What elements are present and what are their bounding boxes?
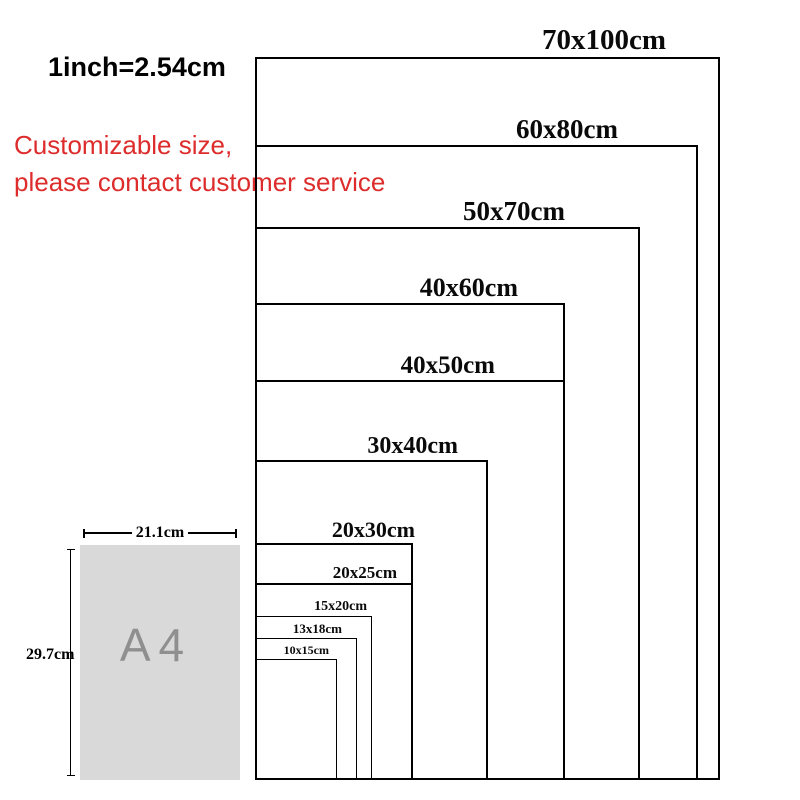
dimension-line — [70, 550, 71, 775]
a4-label: A4 — [119, 618, 193, 671]
inch-conversion-note: 1inch=2.54cm — [48, 52, 226, 82]
dimension-tick-icon — [67, 775, 75, 776]
size-label-20x30cm: 20x30cm — [331, 517, 415, 542]
dimension-tick-icon — [67, 549, 75, 550]
size-label-20x25cm: 20x25cm — [332, 563, 397, 582]
size-label-10x15cm: 10x15cm — [283, 643, 329, 657]
a4-paper: A4 — [80, 545, 240, 780]
size-label-70x100cm: 70x100cm — [541, 24, 666, 56]
customizable-size-note: Customizable size, please contact custom… — [14, 127, 385, 201]
customizable-size-note-line1: Customizable size, — [14, 130, 233, 160]
a4-width-value: 21.1cm — [135, 524, 185, 541]
a4-width-dimension: 21.1cm — [83, 524, 237, 542]
dimension-tick-icon — [235, 528, 237, 538]
dimension-line — [85, 532, 132, 534]
a4-height-value: 29.7cm — [26, 646, 75, 663]
customizable-size-note-line2: please contact customer service — [14, 167, 386, 197]
size-rect-10x15cm: 10x15cm — [255, 643, 337, 780]
size-label-40x50cm: 40x50cm — [400, 352, 495, 379]
size-label-40x60cm: 40x60cm — [419, 273, 518, 302]
size-label-30x40cm: 30x40cm — [367, 433, 458, 459]
dimension-tick-icon — [83, 528, 85, 538]
size-label-50x70cm: 50x70cm — [463, 196, 565, 226]
size-label-13x18cm: 13x18cm — [292, 621, 342, 636]
size-label-60x80cm: 60x80cm — [516, 114, 618, 144]
size-label-15x20cm: 15x20cm — [314, 599, 367, 614]
a4-height-dimension — [67, 548, 75, 777]
dimension-line — [188, 532, 235, 534]
